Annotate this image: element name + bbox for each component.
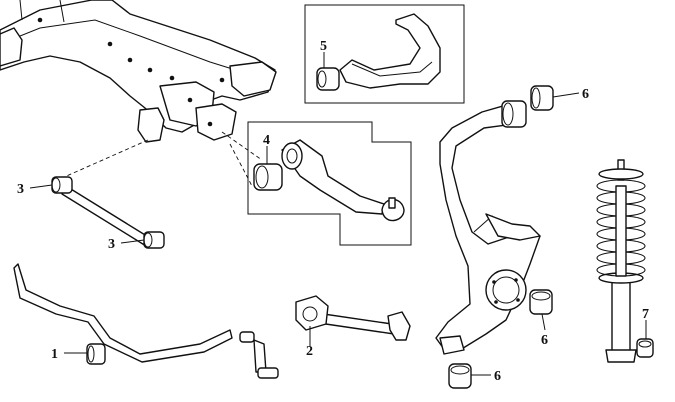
shock-absorber [596, 159, 646, 363]
bushing-6-top [530, 85, 554, 111]
callout-3-lower: 3 [108, 237, 115, 252]
callout-3-upper: 3 [17, 182, 24, 197]
inset-frame-4 [247, 121, 412, 246]
inset-frame-5 [304, 4, 465, 104]
bushing-7 [636, 338, 654, 358]
rear-subframe [0, 0, 277, 143]
callout-5: 5 [320, 39, 327, 54]
bushing-6-bottom [448, 363, 472, 389]
callout-1: 1 [51, 347, 58, 362]
callout-6-mid: 6 [541, 333, 548, 348]
callout-6-top: 6 [582, 87, 589, 102]
lower-lateral-arm [295, 295, 411, 341]
steering-knuckle [435, 100, 541, 355]
explode-line-b [221, 131, 263, 161]
bushing-6-mid [529, 289, 553, 315]
upper-arm-4 [253, 139, 405, 222]
callout-4: 4 [263, 133, 270, 148]
upper-arm-5 [316, 13, 441, 91]
stabilizer-bar [13, 263, 279, 379]
stabilizer-link [239, 331, 279, 379]
callout-7: 7 [642, 307, 649, 322]
explode-line-a [61, 139, 149, 179]
callout-6-bottom: 6 [494, 369, 501, 384]
leader-lines [29, 52, 647, 376]
explode-line-c [229, 143, 253, 187]
callout-2: 2 [306, 344, 313, 359]
